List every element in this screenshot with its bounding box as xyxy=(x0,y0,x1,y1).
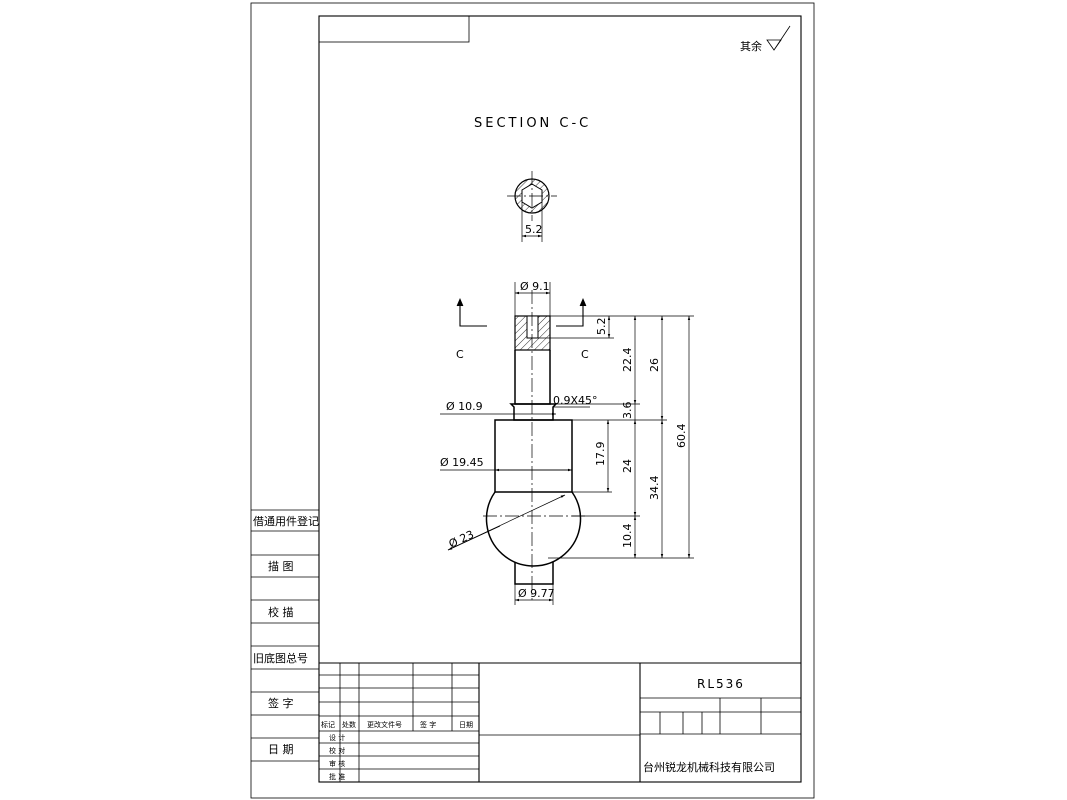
side-item-3: 校 描 xyxy=(268,605,294,619)
svg-text:26: 26 xyxy=(648,358,661,372)
company-name: 台州锐龙机械科技有限公司 xyxy=(643,760,775,774)
svg-text:日期: 日期 xyxy=(459,721,473,729)
svg-text:审 核: 审 核 xyxy=(329,759,345,768)
inner-frame xyxy=(318,15,802,783)
dimensions: Ø 9.1 5.2 22.4 26 60.4 3.6 17.9 24 34.4 xyxy=(440,280,694,605)
svg-text:17.9: 17.9 xyxy=(594,442,607,467)
outer-border xyxy=(250,2,815,799)
part-profile xyxy=(483,290,585,600)
side-item-4: 旧底图总号 xyxy=(253,651,308,665)
top-left-box xyxy=(318,15,470,43)
svg-text:更改文件号: 更改文件号 xyxy=(367,720,402,729)
side-item-6: 日 期 xyxy=(268,743,294,756)
svg-text:处数: 处数 xyxy=(342,720,356,729)
side-item-2: 描 图 xyxy=(268,559,294,573)
part-number: RL536 xyxy=(697,677,745,691)
svg-text:C: C xyxy=(456,348,464,361)
svg-text:Ø 10.9: Ø 10.9 xyxy=(446,400,483,413)
svg-text:10.4: 10.4 xyxy=(621,524,634,549)
svg-text:标记: 标记 xyxy=(321,720,335,729)
cut-markers: C C xyxy=(456,297,589,361)
svg-text:60.4: 60.4 xyxy=(675,424,688,449)
svg-text:C: C xyxy=(581,348,589,361)
svg-text:校 对: 校 对 xyxy=(329,746,345,755)
svg-text:22.4: 22.4 xyxy=(621,348,634,373)
surface-finish-note: 其余 xyxy=(740,25,791,53)
side-panel: 借通用件登记 描 图 校 描 旧底图总号 签 字 日 期 xyxy=(251,509,319,762)
title-block: 标记 处数 更改文件号 签 字 日期 设 计 校 对 审 核 批 准 RL536… xyxy=(319,662,801,782)
dim-top-dia: Ø 9.1 xyxy=(520,280,550,293)
svg-text:签 字: 签 字 xyxy=(420,720,436,729)
svg-text:Ø 23: Ø 23 xyxy=(447,528,476,551)
svg-text:Ø 9.77: Ø 9.77 xyxy=(518,587,555,600)
svg-text:24: 24 xyxy=(621,459,634,473)
svg-text:5.2: 5.2 xyxy=(525,223,543,236)
side-item-5: 签 字 xyxy=(268,696,294,710)
svg-text:Ø 19.45: Ø 19.45 xyxy=(440,456,484,469)
svg-text:3.6: 3.6 xyxy=(621,402,634,420)
svg-text:其余: 其余 xyxy=(740,39,762,53)
side-item-1: 借通用件登记 xyxy=(253,514,319,528)
section-view: 5.2 xyxy=(507,171,557,242)
svg-text:批 准: 批 准 xyxy=(329,772,345,781)
section-title: SECTION C-C xyxy=(474,116,591,131)
svg-text:5.2: 5.2 xyxy=(595,318,608,336)
svg-text:设 计: 设 计 xyxy=(329,733,345,742)
svg-text:34.4: 34.4 xyxy=(648,476,661,501)
svg-text:0.9X45°: 0.9X45° xyxy=(553,394,598,407)
